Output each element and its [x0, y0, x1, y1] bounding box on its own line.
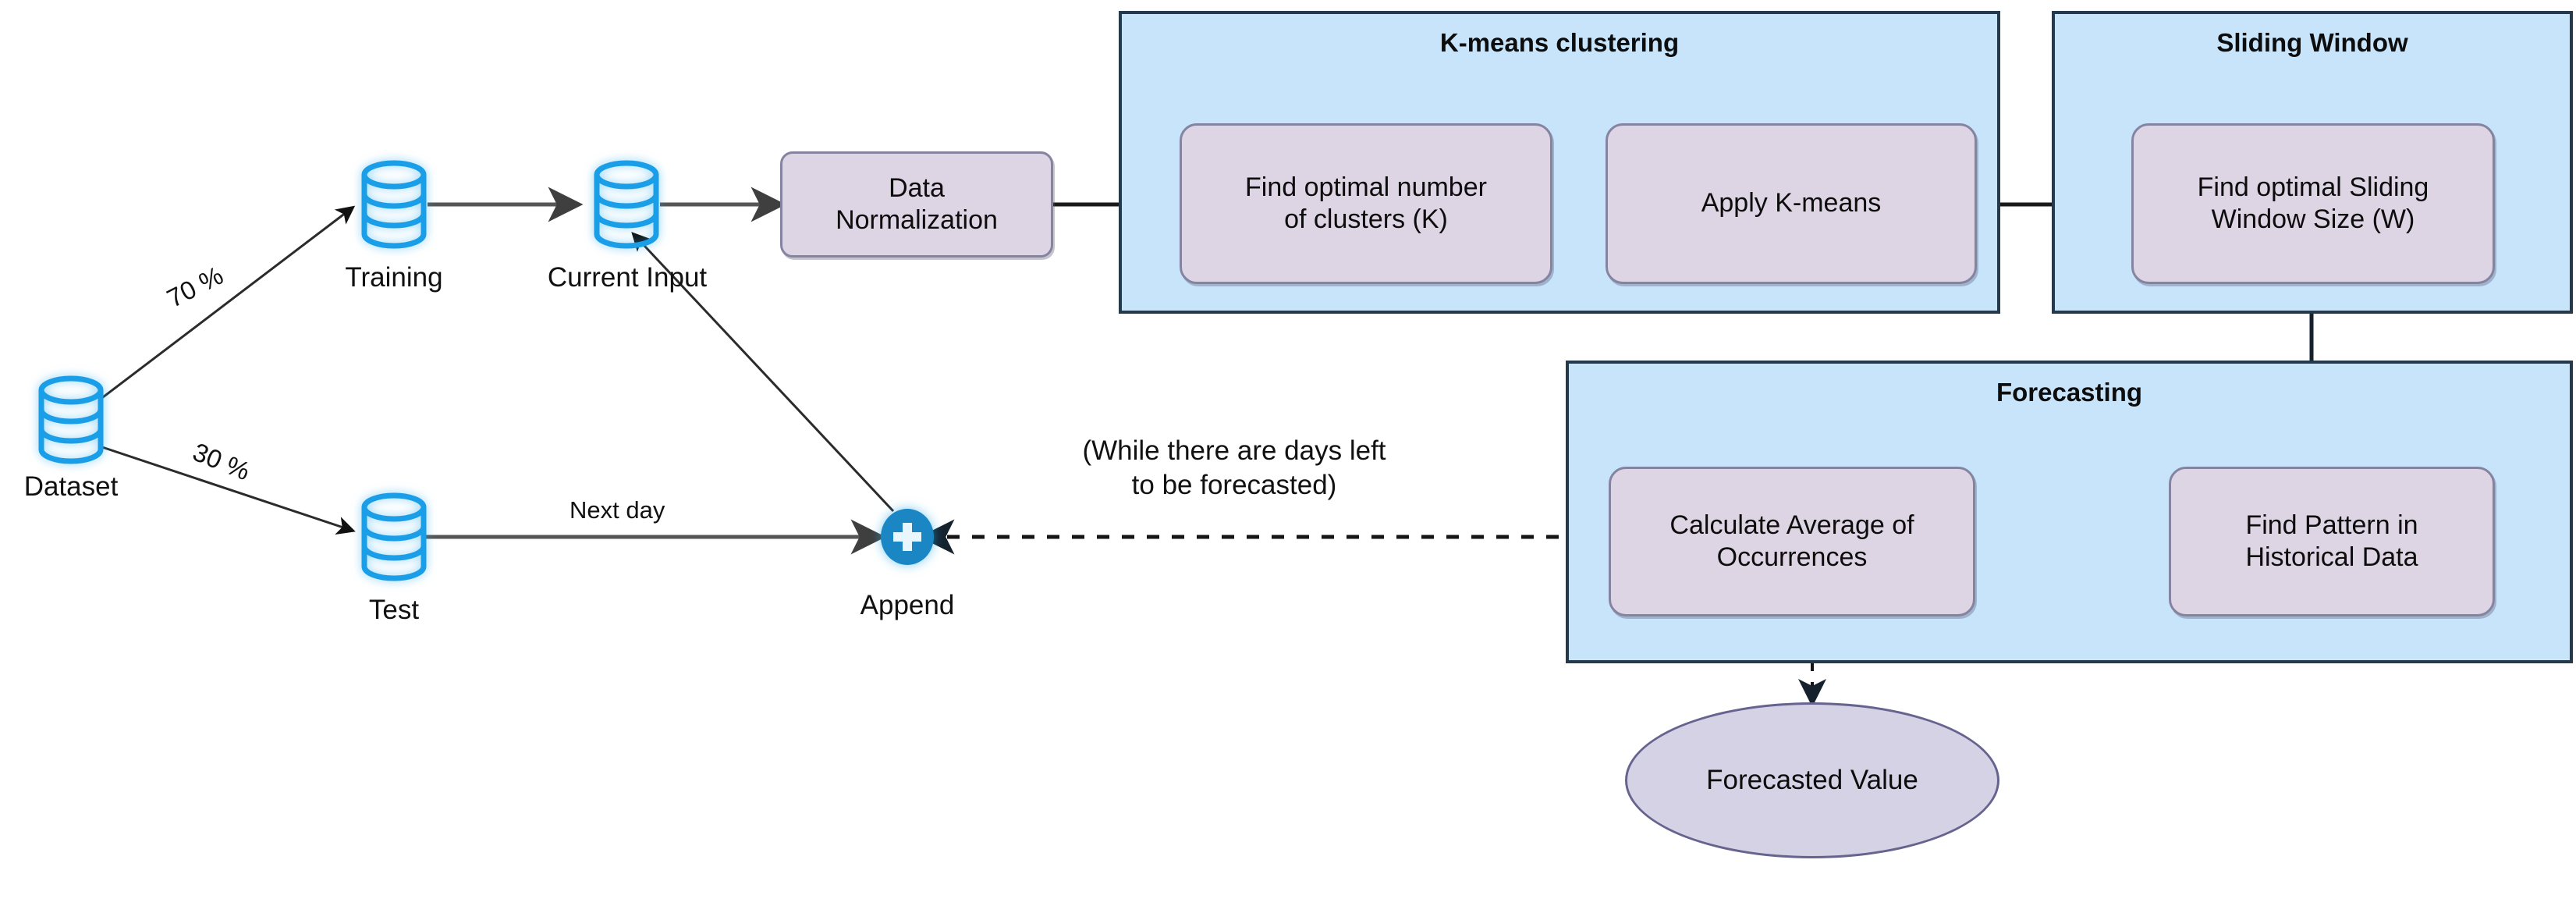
database-icon-dataset[interactable] [37, 375, 105, 465]
process-calculate-average[interactable]: Calculate Average of Occurrences [1609, 467, 1975, 616]
database-icon-current-input[interactable] [593, 159, 660, 250]
process-find-window-size-label: Find optimal Sliding Window Size (W) [2197, 172, 2429, 234]
group-forecasting-title: Forecasting [1996, 378, 2143, 407]
process-data-normalization[interactable]: Data Normalization [780, 151, 1053, 258]
database-icon-training[interactable] [360, 159, 428, 250]
database-label-dataset: Dataset [23, 471, 119, 502]
group-sliding-window-title: Sliding Window [2216, 28, 2408, 57]
edge-label-split-train: 70 % [162, 260, 228, 313]
process-apply-kmeans-label: Apply K-means [1701, 188, 1882, 219]
process-find-optimal-k[interactable]: Find optimal number of clusters (K) [1180, 123, 1552, 284]
edge-label-split-test: 30 % [189, 437, 254, 486]
process-find-optimal-k-label: Find optimal number of clusters (K) [1245, 172, 1487, 234]
group-kmeans-title: K-means clustering [1439, 28, 1680, 57]
process-apply-kmeans[interactable]: Apply K-means [1606, 123, 1977, 284]
terminal-forecasted-value[interactable]: Forecasted Value [1625, 702, 1999, 858]
loop-condition-line1: (While there are days left [1082, 435, 1386, 466]
loop-condition-note: (While there are days left to be forecas… [1008, 434, 1460, 503]
process-data-normalization-label: Data Normalization [836, 172, 998, 235]
terminal-forecasted-value-label: Forecasted Value [1706, 765, 1918, 795]
process-find-pattern-label: Find Pattern in Historical Data [2245, 510, 2418, 572]
loop-condition-line2: to be forecasted) [1131, 469, 1337, 500]
database-label-test: Test [368, 595, 420, 625]
process-find-window-size[interactable]: Find optimal Sliding Window Size (W) [2131, 123, 2495, 284]
append-node[interactable] [878, 507, 936, 567]
database-label-current-input: Current Input [547, 262, 708, 293]
process-calculate-average-label: Calculate Average of Occurrences [1669, 510, 1914, 572]
process-find-pattern[interactable]: Find Pattern in Historical Data [2169, 467, 2495, 616]
database-icon-test[interactable] [360, 492, 428, 582]
append-label: Append [860, 590, 955, 620]
database-label-training: Training [345, 262, 443, 293]
edge-label-next-day: Next day [569, 496, 665, 524]
